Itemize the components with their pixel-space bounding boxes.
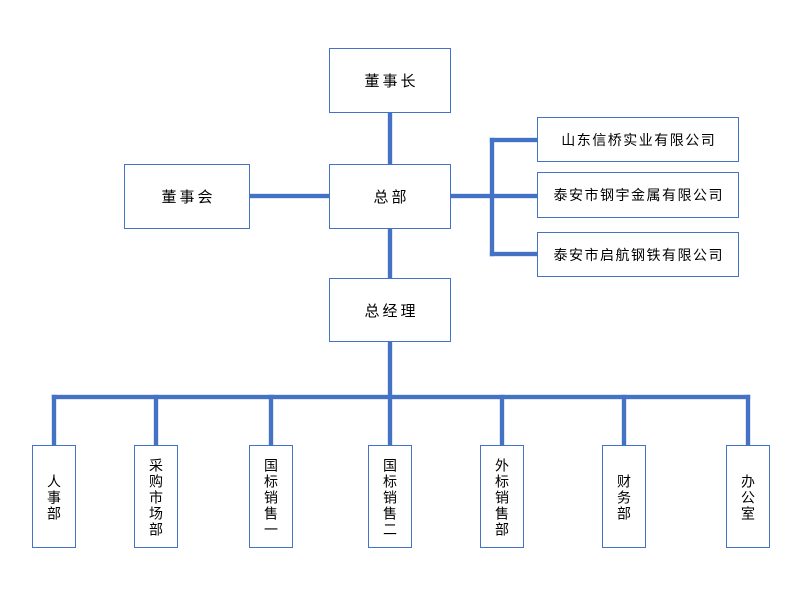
node-dept-hr: 人事部 <box>32 445 76 548</box>
drop-dept-5 <box>500 395 504 445</box>
node-subsidiary-2-label: 泰安市钢宇金属有限公司 <box>553 187 724 203</box>
node-dept-foreign-sales-label: 外标销售部 <box>494 457 510 538</box>
node-dept-foreign-sales: 外标销售部 <box>480 445 524 548</box>
department-bus <box>52 395 750 399</box>
drop-dept-3 <box>269 395 273 445</box>
drop-dept-1 <box>52 395 56 445</box>
drop-dept-7 <box>746 395 750 445</box>
node-dept-domestic-sales-2-label: 国标销售二 <box>382 457 398 538</box>
connector-board-headquarters <box>250 194 329 198</box>
node-dept-domestic-sales-1-label: 国标销售一 <box>263 457 279 538</box>
bracket-vertical-subsidiaries <box>490 138 494 256</box>
node-dept-office-label: 办公室 <box>740 473 756 522</box>
node-subsidiary-3: 泰安市启航钢铁有限公司 <box>537 232 739 277</box>
node-dept-finance-label: 财务部 <box>616 473 632 522</box>
node-dept-hr-label: 人事部 <box>46 473 62 522</box>
node-dept-procurement-market: 采购市场部 <box>134 445 178 548</box>
node-dept-domestic-sales-2: 国标销售二 <box>368 445 412 548</box>
node-headquarters-label: 总部 <box>373 189 410 206</box>
node-subsidiary-1: 山东信桥实业有限公司 <box>537 117 739 162</box>
node-board-label: 董事会 <box>161 189 216 206</box>
bracket-branch-subsidiary-3 <box>490 252 537 256</box>
node-dept-office: 办公室 <box>726 445 770 548</box>
node-chairman-label: 董事长 <box>364 73 419 90</box>
connector-headquarters-subsidiaries <box>451 194 537 198</box>
node-chairman: 董事长 <box>329 48 451 113</box>
bracket-branch-subsidiary-1 <box>490 138 537 142</box>
node-general-manager: 总经理 <box>329 278 451 342</box>
node-board: 董事会 <box>124 164 250 229</box>
node-subsidiary-1-label: 山东信桥实业有限公司 <box>561 131 717 148</box>
node-dept-procurement-market-label: 采购市场部 <box>148 457 164 538</box>
drop-dept-2 <box>154 395 158 445</box>
connector-headquarters-general-manager <box>388 229 392 278</box>
drop-dept-6 <box>622 395 626 445</box>
node-dept-domestic-sales-1: 国标销售一 <box>249 445 293 548</box>
node-general-manager-label: 总经理 <box>364 302 419 320</box>
node-headquarters: 总部 <box>329 164 451 229</box>
connector-general-manager-bus <box>388 342 392 445</box>
node-subsidiary-3-label: 泰安市启航钢铁有限公司 <box>553 246 724 263</box>
node-dept-finance: 财务部 <box>602 445 646 548</box>
node-subsidiary-2: 泰安市钢宇金属有限公司 <box>537 172 739 218</box>
connector-chairman-headquarters <box>388 113 392 164</box>
